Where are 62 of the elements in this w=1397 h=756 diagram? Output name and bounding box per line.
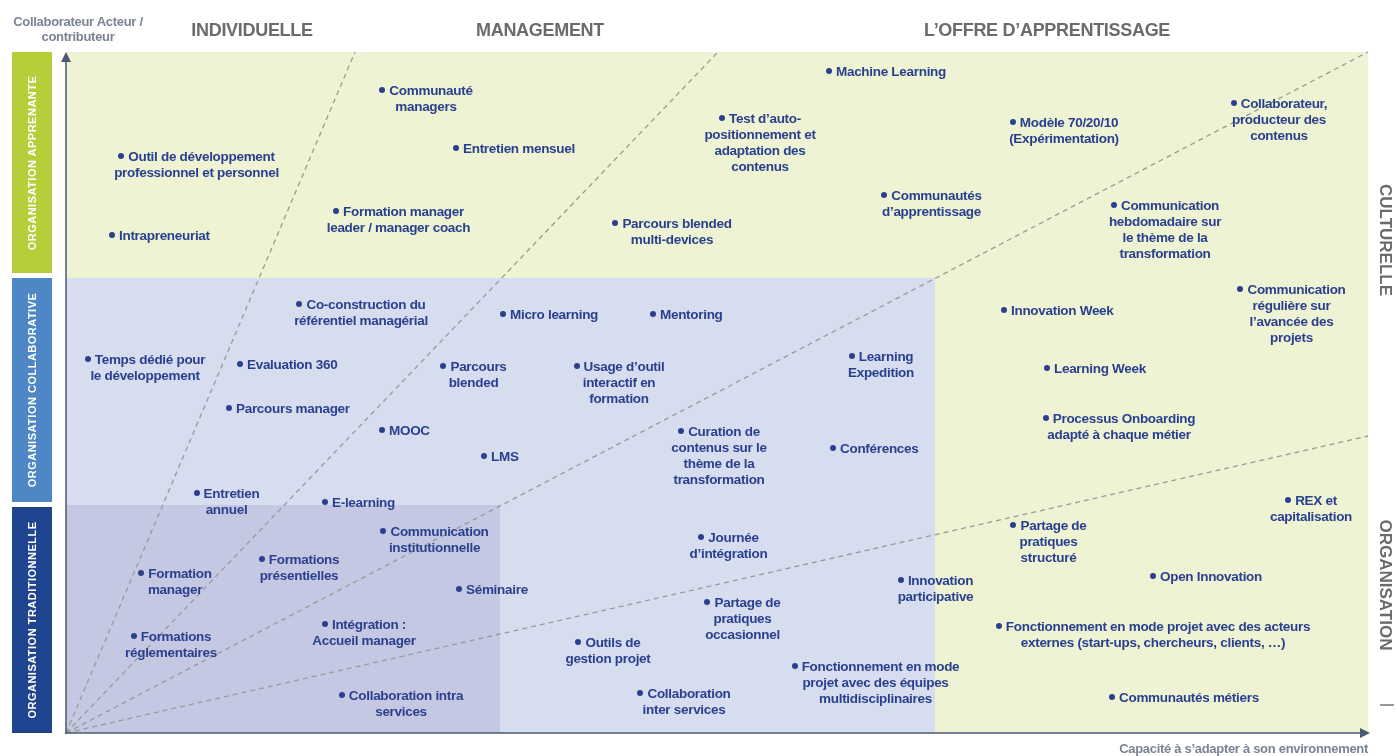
item-label: Communication institutionnelle [372, 524, 497, 556]
item-label: Modèle 70/20/10 (Expérimentation) [999, 115, 1129, 147]
item-label: Learning Expedition [841, 349, 921, 381]
axis-title: Collaborateur Acteur / contributeur [12, 14, 144, 44]
item-label: Processus Onboarding adapté à chaque métier [1034, 411, 1204, 443]
item-label: Co-construction du référentiel managérial [286, 297, 436, 329]
side-heading: CULTURELLE [1375, 183, 1395, 297]
item-label: Collaboration inter services [634, 686, 734, 718]
row-band [12, 52, 52, 273]
column-header: L’OFFRE D’APPRENTISSAGE [923, 20, 1171, 41]
item-label: Partage de pratiques occasionnel [695, 595, 790, 643]
item-label: Usage d’outil interactif en formation [569, 359, 669, 407]
item-label: Séminaire [456, 582, 528, 598]
item-label: Communication régulière sur l’avancée des projets [1234, 282, 1349, 346]
item-label: Open Innovation [1150, 569, 1262, 585]
item-label: Temps dédié pour le développement [80, 352, 210, 384]
axis-title: Capacité à s’adapter à son environnement [1119, 741, 1368, 756]
item-label: Intrapreneuriat [109, 228, 210, 244]
item-label: Evaluation 360 [237, 357, 338, 373]
item-label: Communautés métiers [1109, 690, 1259, 706]
item-label: MOOC [379, 423, 430, 439]
item-label: Learning Week [1044, 361, 1146, 377]
column-header: MANAGEMENT [476, 20, 604, 41]
item-label: Collaborateur, producteur des contenus [1224, 96, 1334, 144]
item-label: Outil de développement professionnel et personnel [104, 149, 289, 181]
row-band [12, 507, 52, 733]
column-header: INDIVIDUELLE [191, 20, 313, 41]
item-label: Parcours blended [436, 359, 511, 391]
item-label: Journée d’intégration [686, 530, 771, 562]
item-label: Communautés d’apprentissage [874, 188, 989, 220]
item-label: REX et capitalisation [1256, 493, 1366, 525]
item-label: Communication hebdomadaire sur le thème de la transformation [1105, 198, 1225, 262]
item-label: E-learning [322, 495, 395, 511]
item-label: Communauté managers [376, 83, 476, 115]
item-label: Formations réglementaires [116, 629, 226, 661]
item-label: Innovation Week [1001, 303, 1114, 319]
item-label: Collaboration intra services [336, 688, 466, 720]
item-label: Formation manager [135, 566, 215, 598]
item-label: Formations présentielles [249, 552, 349, 584]
band-title: ORGANISATION TRADITIONNELLE [26, 521, 38, 719]
item-label: Entretien annuel [189, 486, 264, 518]
item-label: Mentoring [650, 307, 723, 323]
item-label: Conférences [830, 441, 919, 457]
item-label: Intégration : Accueil manager [304, 617, 424, 649]
item-label: Formation manager leader / manager coach [316, 204, 481, 236]
item-label: Machine Learning [826, 64, 946, 80]
item-label: Outils de gestion projet [558, 635, 658, 667]
band-title: ORGANISATION APPRENANTE [26, 75, 38, 250]
item-label: Partage de pratiques structuré [1006, 518, 1091, 566]
item-label: Micro learning [500, 307, 599, 323]
item-label: Test d’auto-positionnement et adaptation des contenus [700, 111, 820, 175]
band-title: ORGANISATION COLLABORATIVE [26, 292, 38, 488]
item-label: Innovation participative [888, 573, 983, 605]
side-heading: ORGANISATION [1375, 519, 1395, 651]
row-band [12, 278, 52, 502]
item-label: Entretien mensuel [453, 141, 575, 157]
item-label: Curation de contenus sur le thème de la transformation [664, 424, 774, 488]
item-label: Fonctionnement en mode projet avec des équipes multidisciplinaires [788, 659, 963, 707]
item-label: Fonctionnement en mode projet avec des acteurs externes (start-ups, chercheurs, clients, …) [993, 619, 1313, 651]
item-label: Parcours blended multi-devices [607, 216, 737, 248]
item-label: Parcours manager [226, 401, 350, 417]
item-label: LMS [481, 449, 519, 465]
